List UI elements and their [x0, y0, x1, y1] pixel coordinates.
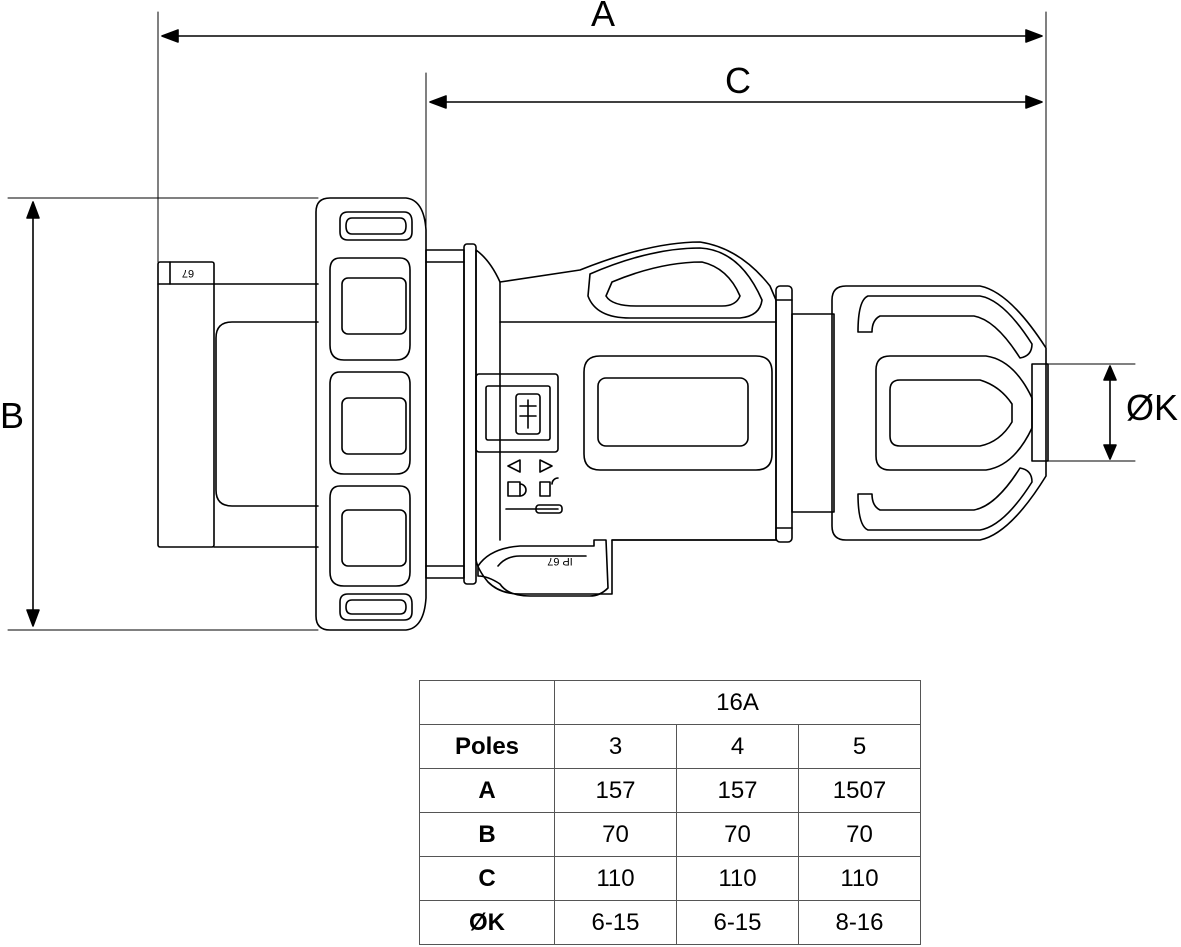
- dimension-k-label: ØK: [1126, 387, 1178, 428]
- table-corner-cell: [419, 680, 555, 725]
- connector-drawing: A C B ØK 67: [0, 0, 1178, 631]
- extension-lines: [7, 11, 1136, 631]
- locking-latch: [475, 373, 563, 514]
- main-body: [475, 241, 777, 595]
- table-cell: 8-16: [798, 900, 921, 945]
- table-row-label: C: [419, 856, 555, 901]
- table-row: Poles 3 4 5: [419, 724, 921, 769]
- table-cell: 70: [676, 812, 799, 857]
- table-cell: 4: [676, 724, 799, 769]
- dimension-k: ØK: [1103, 365, 1178, 460]
- rating-small-label: 67: [182, 267, 194, 279]
- table-cell: 110: [676, 856, 799, 901]
- table-row: C 110 110 110: [419, 856, 921, 901]
- center-grip: [583, 355, 773, 471]
- table-row-label: B: [419, 812, 555, 857]
- dimension-c-label: C: [725, 60, 751, 101]
- table-cell: 157: [676, 768, 799, 813]
- table-cell: 70: [798, 812, 921, 857]
- rear-contact-carrier: 67: [157, 261, 319, 548]
- dimension-b: B: [0, 201, 40, 627]
- table-current-header: 16A: [554, 680, 921, 725]
- table-row: B 70 70 70: [419, 812, 921, 857]
- front-ring: [315, 197, 427, 631]
- table-cell: 5: [798, 724, 921, 769]
- table-row-label: A: [419, 768, 555, 813]
- dimension-a: A: [161, 0, 1043, 43]
- rear-collar: [775, 285, 835, 543]
- spec-table: 16A Poles 3 4 5 A 157 157 1507 B 70 70 7…: [419, 680, 921, 945]
- table-cell: 3: [554, 724, 677, 769]
- dimension-a-label: A: [591, 0, 615, 34]
- upper-grip: [587, 247, 763, 319]
- lower-cover: IP 67: [477, 539, 609, 597]
- table-cell: 6-15: [554, 900, 677, 945]
- table-cell: 70: [554, 812, 677, 857]
- table-cell: 110: [554, 856, 677, 901]
- table-cell: 110: [798, 856, 921, 901]
- ip-rating-label: IP 67: [547, 555, 573, 567]
- table-row-label: ØK: [419, 900, 555, 945]
- table-cell: 6-15: [676, 900, 799, 945]
- table-row: ØK 6-15 6-15 8-16: [419, 900, 921, 945]
- table-row: A 157 157 1507: [419, 768, 921, 813]
- table-row-label: Poles: [419, 724, 555, 769]
- table-cell: 157: [554, 768, 677, 813]
- table-cell: 1507: [798, 768, 921, 813]
- dimension-c: C: [429, 60, 1043, 109]
- table-row: 16A: [419, 680, 921, 725]
- neck: [425, 243, 477, 585]
- cable-gland: [831, 285, 1049, 541]
- dimension-b-label: B: [0, 395, 24, 436]
